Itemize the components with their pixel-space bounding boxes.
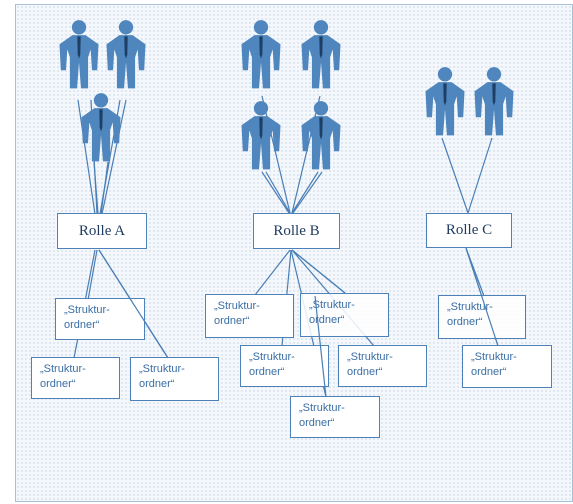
folder-label-line1: „Struktur- — [471, 351, 517, 363]
structure-folder-box: „Struktur- ordner“ — [240, 345, 329, 387]
role-a-label: Rolle A — [78, 222, 126, 239]
structure-folder-box: „Struktur- ordner“ — [55, 298, 145, 340]
folder-label-line2: ordner“ — [139, 378, 175, 390]
folder-label-line1: „Struktur- — [347, 351, 393, 363]
structure-folder-box: „Struktur- ordner“ — [31, 357, 120, 399]
role-c-label: Rolle C — [445, 222, 493, 238]
folder-label-line1: „Struktur- — [299, 402, 345, 414]
folder-label-line1: „Struktur- — [64, 304, 110, 316]
structure-folder-box: „Struktur- ordner“ — [338, 345, 427, 387]
businessman-icon — [301, 101, 341, 170]
businessman-icon — [425, 67, 465, 136]
folder-label-line2: ordner“ — [40, 378, 76, 390]
folder-label-line1: „Struktur- — [447, 301, 493, 313]
folder-label-line1: „Struktur- — [139, 363, 185, 375]
structure-folder-box: „Struktur- ordner“ — [462, 345, 552, 388]
folder-label-line2: ordner“ — [64, 319, 100, 331]
businessman-icon — [474, 67, 514, 136]
role-a-box: Rolle A — [57, 213, 147, 249]
folder-label-line1: „Struktur- — [309, 299, 355, 311]
folder-label-line2: ordner“ — [471, 366, 507, 378]
folder-label-line2: ordner“ — [249, 366, 285, 378]
folder-label-line2: ordner“ — [214, 315, 250, 327]
structure-folder-box: „Struktur- ordner“ — [205, 294, 294, 338]
businessman-icon — [59, 20, 99, 89]
role-c-box: Rolle C — [426, 213, 512, 248]
people-group-c — [425, 67, 514, 136]
people-group-b — [241, 20, 341, 170]
businessman-icon — [106, 20, 146, 89]
folder-label-line2: ordner“ — [447, 316, 483, 328]
folder-label-line2: ordner“ — [347, 366, 383, 378]
role-b-box: Rolle B — [253, 213, 340, 249]
businessman-icon — [301, 20, 341, 89]
people-group-a — [59, 20, 146, 162]
folder-label-line2: ordner“ — [299, 417, 335, 429]
role-b-label: Rolle B — [273, 222, 320, 239]
businessman-icon — [241, 101, 281, 170]
structure-folder-box: „Struktur- ordner“ — [300, 293, 389, 337]
folder-label-line2: ordner“ — [309, 314, 345, 326]
structure-folder-box: „Struktur- ordner“ — [438, 295, 526, 339]
structure-folder-box: „Struktur- ordner“ — [130, 357, 219, 401]
businessman-icon — [241, 20, 281, 89]
structure-folder-box: „Struktur- ordner“ — [290, 396, 380, 438]
folder-label-line1: „Struktur- — [249, 351, 295, 363]
folder-label-line1: „Struktur- — [214, 300, 260, 312]
folder-label-line1: „Struktur- — [40, 363, 86, 375]
